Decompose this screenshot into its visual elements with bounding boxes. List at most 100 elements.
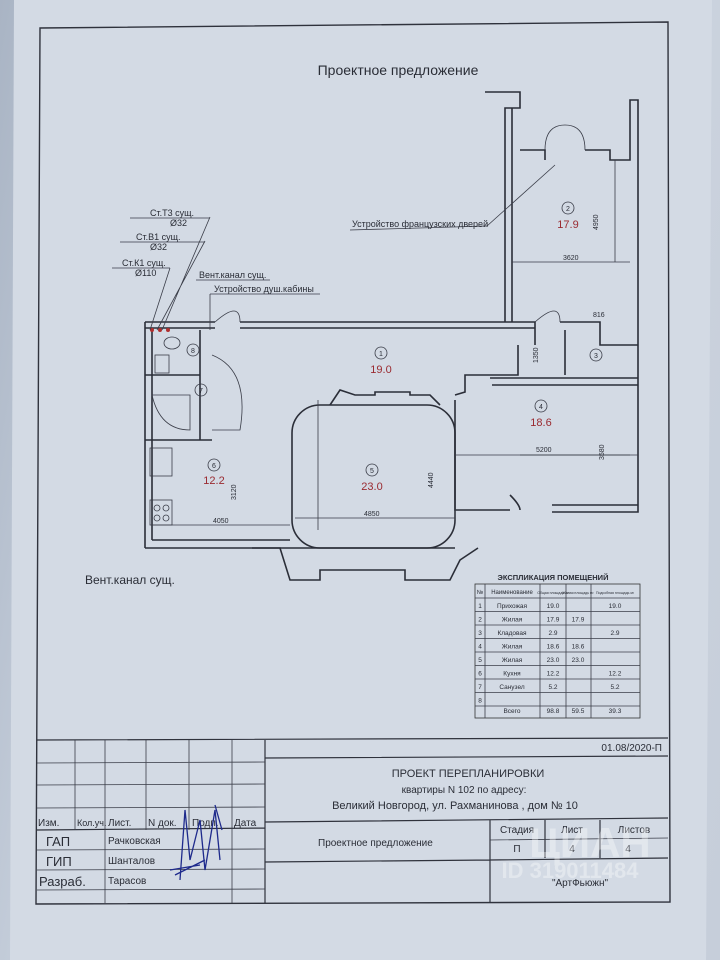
title-block: 01.08/2020-П ПРОЕКТ ПЕРЕПЛАНИРОВКИ кварт… — [36, 737, 669, 903]
table-cell: 39.3 — [609, 708, 622, 715]
table-cell: 17.9 — [547, 617, 560, 624]
room-4: 418.6 — [530, 399, 552, 429]
svg-text:Стадия: Стадия — [500, 825, 534, 836]
svg-text:Подп.: Подп. — [192, 818, 219, 829]
table-cell: Жилая — [502, 657, 523, 664]
svg-text:1: 1 — [379, 351, 383, 358]
svg-text:7: 7 — [199, 388, 203, 395]
table-cell: 5.2 — [610, 684, 619, 691]
table-cell: 2.9 — [610, 630, 619, 637]
table-cell: 18.6 — [572, 644, 585, 651]
svg-text:4440: 4440 — [428, 472, 435, 488]
room-6: 612.2 — [203, 458, 225, 487]
svg-text:17.9: 17.9 — [557, 219, 578, 231]
company-name: "АртФьюжн" — [552, 878, 609, 889]
svg-text:Лист: Лист — [561, 825, 583, 836]
svg-text:4: 4 — [569, 844, 575, 855]
table-cell: 19.0 — [609, 603, 622, 610]
svg-text:П: П — [513, 844, 520, 855]
table-cell: 12.2 — [609, 671, 622, 678]
table-cell: 8 — [478, 698, 482, 705]
table-cell: 5 — [478, 657, 482, 664]
project-title: ПРОЕКТ ПЕРЕПЛАНИРОВКИ — [392, 768, 545, 780]
room-7: 7 — [194, 383, 208, 397]
table-cell: Подсобная площадь м² — [596, 591, 635, 595]
table-cell: Жилая площадь м² — [562, 591, 594, 595]
svg-text:3620: 3620 — [563, 255, 579, 262]
svg-text:Кол.уч.: Кол.уч. — [77, 818, 107, 828]
table-cell: Санузел — [499, 684, 525, 691]
svg-text:Дата: Дата — [234, 818, 257, 829]
svg-text:1350: 1350 — [533, 347, 540, 363]
table-cell: Всего — [503, 708, 520, 715]
sheet-title: Проектное предложение — [318, 838, 433, 849]
svg-text:Разраб.: Разраб. — [39, 874, 86, 889]
svg-text:4850: 4850 — [364, 511, 380, 518]
table-cell: 2 — [478, 617, 482, 624]
table-cell: 23.0 — [572, 657, 585, 664]
label-vent-bottom: Вент.канал сущ. — [85, 573, 175, 587]
room-2: 217.9 — [557, 201, 579, 231]
svg-text:19.0: 19.0 — [370, 364, 391, 376]
label-french-doors: Устройство французских дверей — [352, 219, 488, 229]
table-cell: 17.9 — [572, 617, 585, 624]
room-1: 119.0 — [370, 346, 392, 376]
label-shower: Устройство душ.кабины — [214, 284, 314, 294]
table-cell: 3 — [478, 630, 482, 637]
table-cell: 7 — [478, 684, 482, 691]
table-cell: 6 — [478, 671, 482, 678]
table-cell: 18.6 — [547, 644, 560, 651]
project-apartment: квартиры N 102 по адресу: — [402, 785, 527, 796]
document-code: 01.08/2020-П — [601, 743, 662, 754]
table-cell: Кладовая — [497, 630, 527, 637]
label-st-k1-diameter: Ø110 — [135, 268, 156, 278]
table-cell: 4 — [478, 644, 482, 651]
svg-text:3: 3 — [594, 353, 598, 360]
svg-text:3580: 3580 — [599, 444, 606, 460]
room-5: 523.0 — [361, 463, 383, 493]
svg-text:Шанталов: Шанталов — [108, 856, 155, 867]
svg-text:Рачковская: Рачковская — [108, 836, 161, 847]
svg-text:4: 4 — [539, 404, 543, 411]
drawing-title: Проектное предложение — [318, 62, 479, 78]
table-cell: Кухня — [503, 671, 521, 678]
svg-text:4: 4 — [625, 844, 631, 855]
watermark: ЦИАН ID 319011484 — [501, 819, 650, 883]
svg-text:4050: 4050 — [213, 518, 229, 525]
label-st-t3-diameter: Ø32 — [170, 218, 187, 228]
svg-text:8: 8 — [191, 348, 195, 355]
label-vent-top: Вент.канал сущ. — [199, 270, 266, 280]
svg-text:ID 319011484: ID 319011484 — [501, 858, 639, 883]
label-st-b1: Ст.В1 сущ. — [136, 232, 181, 242]
svg-text:ГАП: ГАП — [46, 834, 70, 849]
table-cell: № — [477, 589, 483, 596]
table-cell: Общая площадь м² — [537, 591, 569, 595]
table-cell: 5.2 — [548, 684, 557, 691]
floor-plan — [112, 91, 639, 581]
dimensions: 4950 3620 816 1350 3580 5200 4440 4850 4… — [213, 214, 606, 525]
table-cell: Наименование — [491, 590, 533, 596]
room-3: 3 — [589, 348, 603, 362]
svg-text:N док.: N док. — [148, 818, 177, 829]
label-st-t3: Ст.Т3 сущ. — [150, 208, 194, 218]
table-cell: 1 — [478, 603, 482, 610]
svg-text:2: 2 — [566, 206, 570, 213]
drawing-frame — [35, 21, 671, 905]
svg-text:ГИП: ГИП — [46, 854, 72, 869]
svg-text:18.6: 18.6 — [530, 417, 551, 429]
paper-sheet — [10, 0, 712, 960]
svg-text:23.0: 23.0 — [361, 481, 382, 493]
svg-text:6: 6 — [212, 463, 216, 470]
table-cell: Прихожая — [497, 603, 528, 610]
svg-text:5200: 5200 — [536, 447, 552, 454]
project-address: Великий Новгород, ул. Рахманинова , дом … — [332, 800, 578, 812]
svg-text:5: 5 — [370, 468, 374, 475]
svg-text:Лист.: Лист. — [108, 818, 131, 829]
svg-text:3120: 3120 — [231, 484, 238, 500]
table-cell: 2.9 — [548, 630, 557, 637]
table-cell: 23.0 — [547, 657, 560, 664]
table-cell: Жилая — [502, 617, 523, 624]
table-cell: 19.0 — [547, 603, 560, 610]
